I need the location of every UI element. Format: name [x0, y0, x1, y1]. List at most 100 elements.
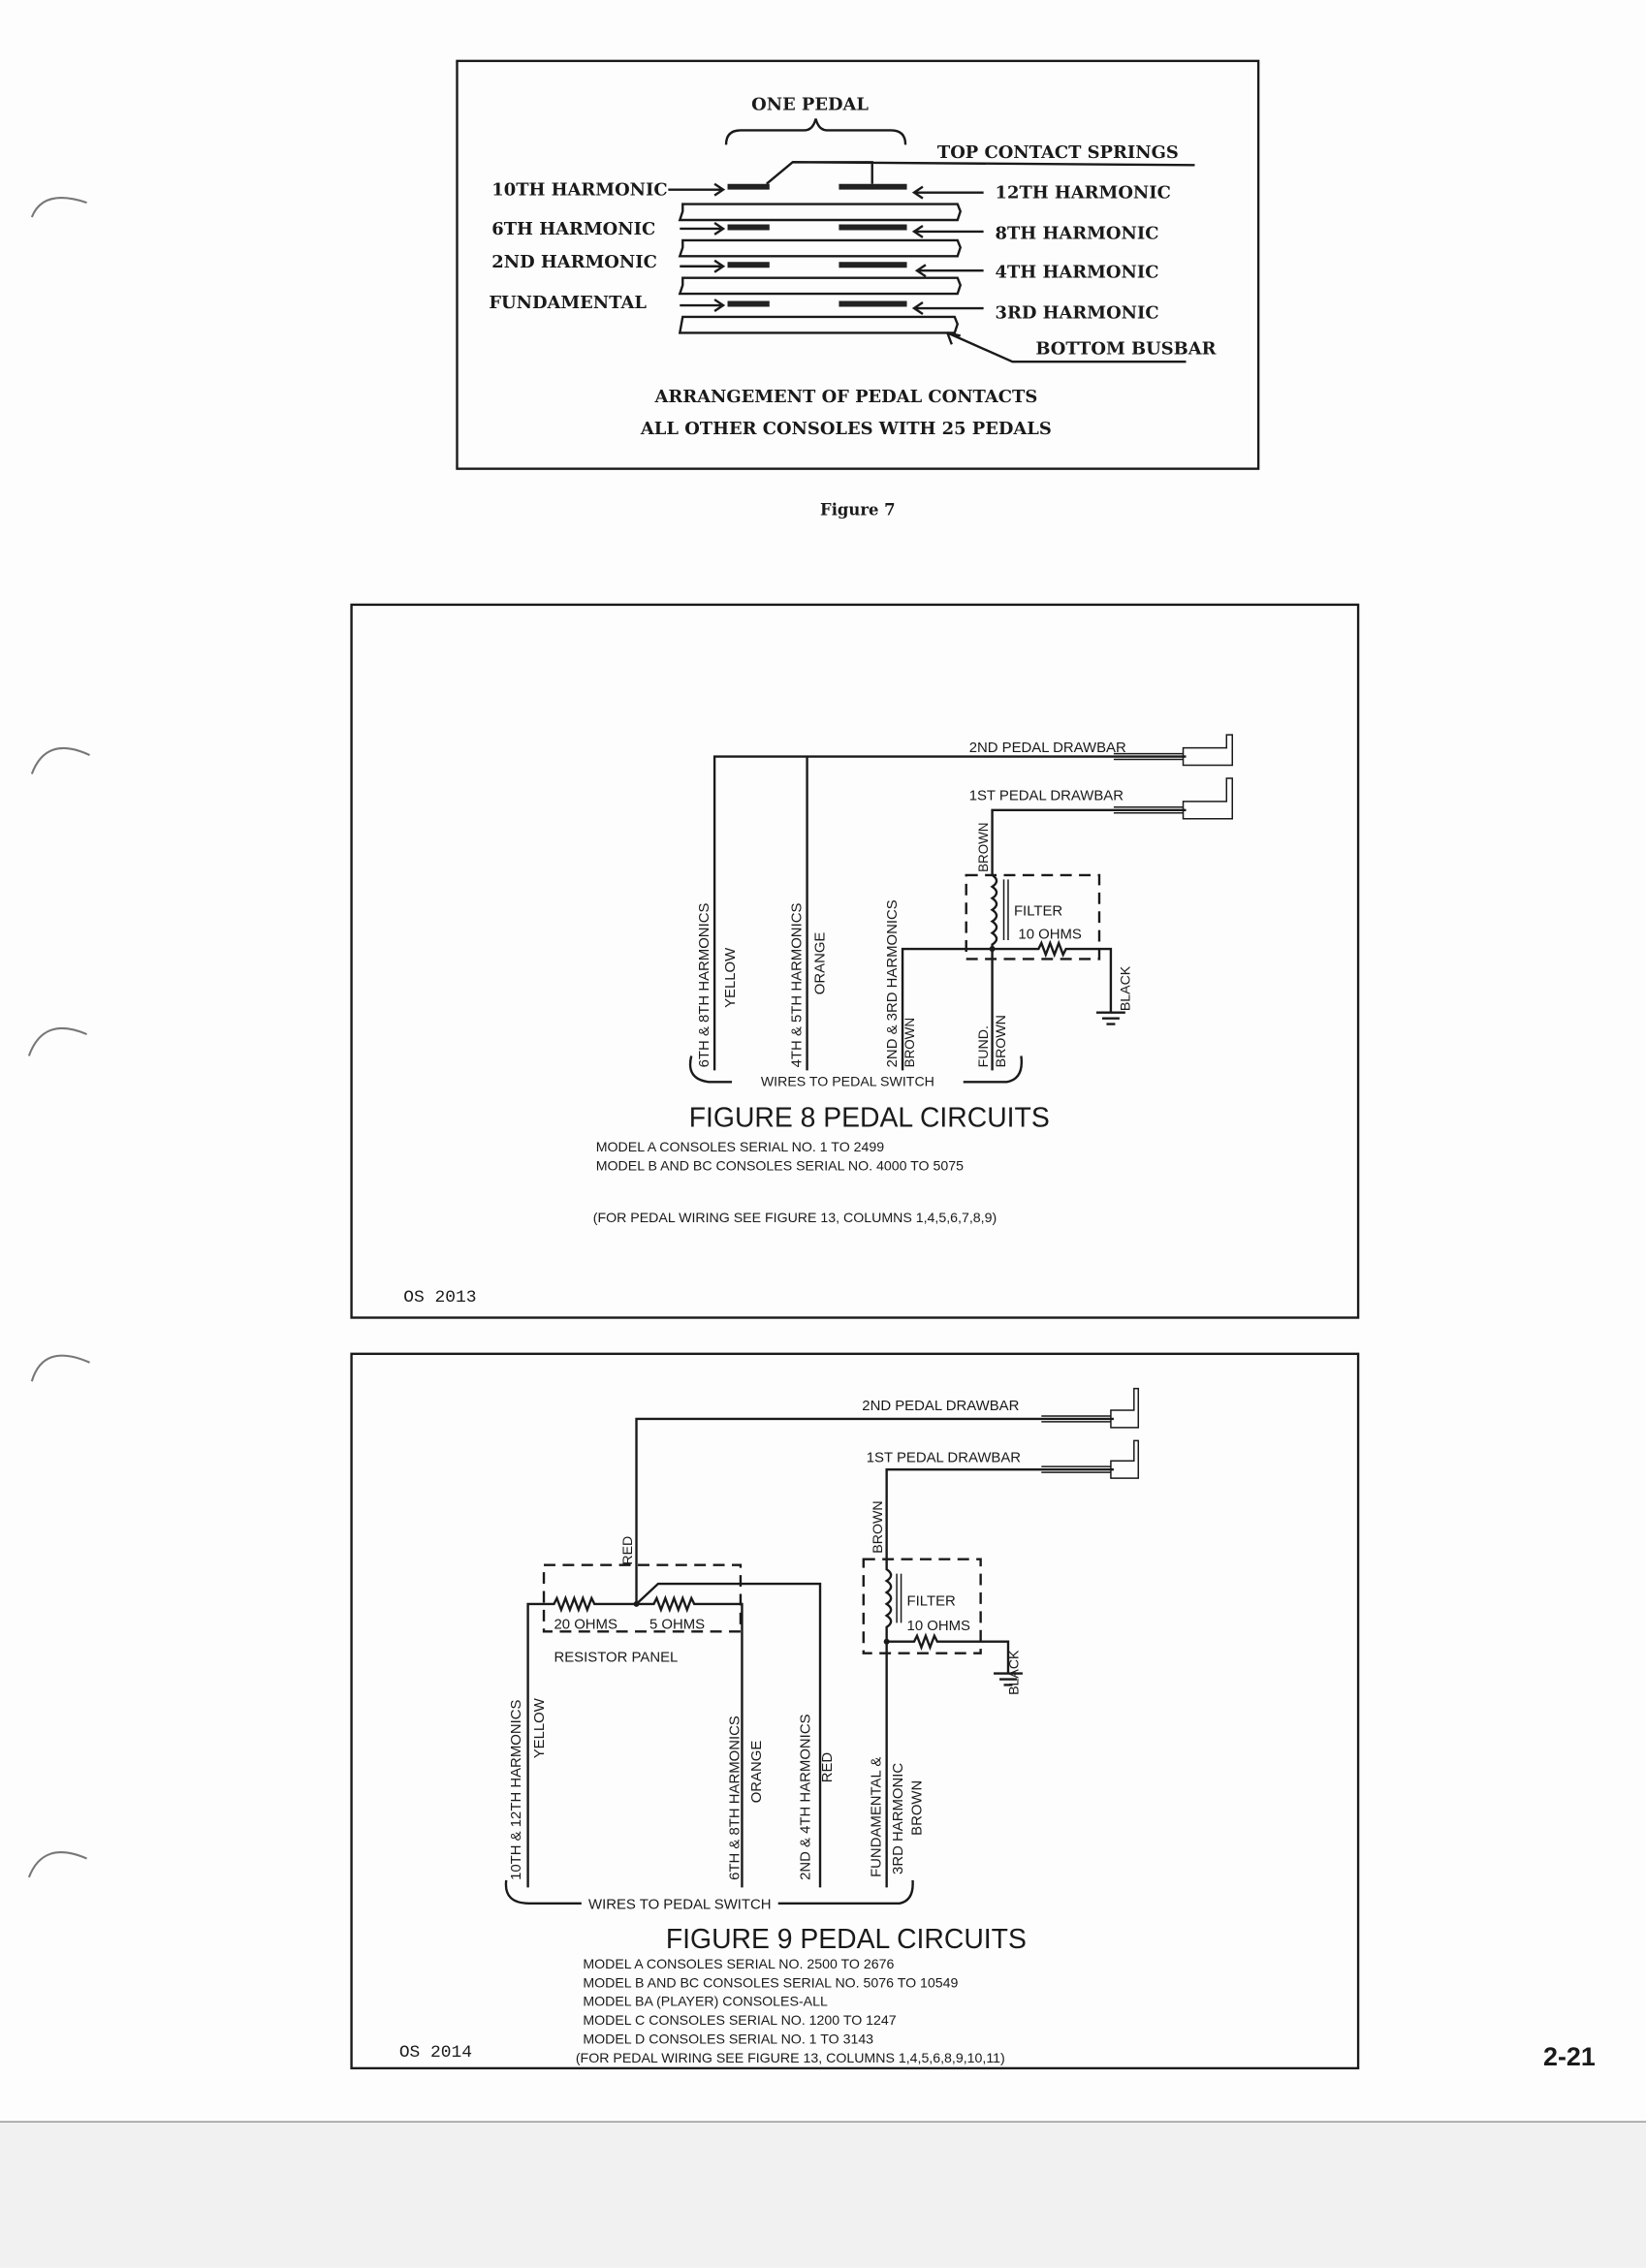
figure-7-caption-1: ARRANGEMENT OF PEDAL CONTACTS [653, 387, 1037, 407]
fig9-model-line: MODEL BA (PLAYER) CONSOLES-ALL [583, 1995, 828, 2010]
fig8-wire1-label: 6TH & 8TH HARMONICS [696, 903, 712, 1068]
label-12th-harmonic: 12TH HARMONIC [996, 183, 1171, 204]
fig8-model-line: MODEL A CONSOLES SERIAL NO. 1 TO 2499 [596, 1140, 885, 1155]
fig9-wire1-label: 10TH & 12TH HARMONICS [508, 1699, 524, 1879]
fig9-model-line: MODEL D CONSOLES SERIAL NO. 1 TO 3143 [583, 2032, 873, 2048]
figure-8: 2ND PEDAL DRAWBAR 1ST PEDAL DRAWBAR BROW… [350, 603, 1360, 1319]
fig9-wire2-label: 6TH & 8TH HARMONICS [726, 1716, 743, 1880]
top-contact-springs-leader [766, 161, 1195, 185]
one-pedal-brace [724, 118, 907, 145]
fig9-red-top-label: RED [620, 1536, 636, 1565]
figure-7-label: Figure 7 [820, 500, 895, 519]
fig8-title: FIGURE 8 PEDAL CIRCUITS [689, 1103, 1050, 1134]
fig8-filter-coil [990, 873, 998, 1071]
label-2nd-harmonic: 2ND HARMONIC [491, 252, 657, 272]
fig9-wire4-label1: FUNDAMENTAL & [869, 1757, 885, 1877]
label-fundamental: FUNDAMENTAL [489, 293, 647, 313]
fig9-drawbar2-wire [635, 1417, 1114, 1604]
fig8-wire2-label: 4TH & 5TH HARMONICS [789, 903, 806, 1068]
busbars [678, 203, 963, 334]
fig9-wires-to-switch: WIRES TO PEDAL SWITCH [588, 1897, 772, 1913]
fig8-drawbar2-plug [1113, 734, 1234, 767]
fig9-model-line: MODEL C CONSOLES SERIAL NO. 1200 TO 1247 [583, 2013, 896, 2029]
fig8-filter-box [965, 873, 1101, 961]
busbar [678, 276, 963, 296]
fig9-resistor-wire [526, 1594, 744, 1888]
fig9-model-line: MODEL B AND BC CONSOLES SERIAL NO. 5076 … [583, 1975, 958, 1991]
label-8th-harmonic: 8TH HARMONIC [996, 223, 1159, 243]
busbar [678, 238, 963, 258]
fig8-wire4-color: BROWN [994, 1015, 1009, 1067]
label-4th-harmonic: 4TH HARMONIC [996, 263, 1159, 283]
fig9-junction [633, 1600, 640, 1607]
hole-punch-1 [30, 197, 87, 218]
fig9-junction-2 [883, 1638, 890, 1645]
fig8-code: OS 2013 [403, 1288, 476, 1307]
one-pedal-label: ONE PEDAL [751, 95, 869, 115]
figure-7-frame [456, 59, 1260, 470]
fig8-drawbar2-label: 2ND PEDAL DRAWBAR [969, 740, 1126, 756]
fig9-filter-box [862, 1558, 982, 1654]
fig8-junction [989, 946, 996, 952]
fig8-wires-to-switch: WIRES TO PEDAL SWITCH [761, 1075, 934, 1090]
scan-bottom-strip [0, 2122, 1646, 2268]
fig8-filter-label: FILTER [1014, 903, 1062, 920]
fig9-filter-label: FILTER [907, 1592, 956, 1609]
fig9-coil-core [896, 1573, 902, 1623]
figure-7-caption-2: ALL OTHER CONSOLES WITH 25 PEDALS [640, 419, 1052, 439]
fig9-r5-label: 5 OHMS [649, 1616, 705, 1632]
label-3rd-harmonic: 3RD HARMONIC [996, 302, 1159, 323]
fig9-top-brown-label: BROWN [870, 1500, 886, 1553]
fig9-switch-brace [504, 1879, 914, 1905]
fig8-top-brown-label: BROWN [976, 823, 991, 872]
fig8-wiring-note: (FOR PEDAL WIRING SEE FIGURE 13, COLUMNS… [593, 1211, 997, 1226]
fig9-wire4-color: BROWN [908, 1780, 925, 1836]
fig9-model-line: MODEL A CONSOLES SERIAL NO. 2500 TO 2676 [583, 1957, 894, 1972]
fig9-r20-label: 20 OHMS [554, 1616, 617, 1632]
busbar [678, 203, 963, 222]
fig9-drawbar2-plug [1041, 1387, 1140, 1429]
fig9-wire3-color: RED [819, 1752, 836, 1783]
page-number: 2-21 [1543, 2042, 1596, 2071]
fig9-ohms-label: 10 OHMS [907, 1618, 970, 1634]
fig9-code: OS 2014 [399, 2043, 472, 2063]
hole-punch-2 [30, 746, 90, 774]
figure-8-frame [350, 603, 1360, 1319]
bottom-busbar-label: BOTTOM BUSBAR [1035, 339, 1216, 360]
hole-punch-5 [27, 1851, 87, 1878]
hole-punch-4 [30, 1354, 90, 1382]
fig9-wire4-label2: 3RD HARMONIC [890, 1763, 906, 1874]
fig9-resistor-panel-label: RESISTOR PANEL [554, 1650, 678, 1666]
hole-punches [27, 197, 90, 1878]
fig8-ground-icon [1096, 1011, 1125, 1025]
fig8-resistor-wire [901, 939, 1113, 1071]
hole-punch-3 [27, 1026, 87, 1056]
label-10th-harmonic: 10TH HARMONIC [491, 180, 667, 201]
fig8-drawbar1-plug [1113, 777, 1234, 820]
fig9-drawbar2-label: 2ND PEDAL DRAWBAR [862, 1398, 1019, 1414]
fig8-wire3-color: BROWN [902, 1018, 917, 1067]
figure-9-frame [350, 1352, 1360, 2070]
fig9-title: FIGURE 9 PEDAL CIRCUITS [666, 1924, 1027, 1955]
fig8-drawbar1-wire [991, 808, 1187, 875]
figure-7: ONE PEDAL TOP CONTACT SPRINGS [456, 59, 1260, 519]
fig9-wire1-color: YELLOW [531, 1697, 548, 1758]
fig8-coil-core [1002, 879, 1009, 941]
fig9-wire2-color: ORANGE [748, 1741, 765, 1804]
fig9-resistor-panel-box [542, 1563, 743, 1633]
fig9-red-wire [635, 1582, 822, 1888]
figure-9: 2ND PEDAL DRAWBAR RED 20 OHMS 5 OHMS RES… [350, 1352, 1360, 2070]
fig9-drawbar1-plug [1041, 1439, 1140, 1479]
bottom-busbar [678, 315, 960, 334]
fig9-black-wire [886, 1632, 1010, 1674]
fig8-model-line: MODEL B AND BC CONSOLES SERIAL NO. 4000 … [596, 1158, 964, 1174]
bottom-busbar-leader [946, 331, 1187, 363]
fig8-wire2-color: ORANGE [811, 932, 828, 995]
fig8-ohms-label: 10 OHMS [1018, 927, 1081, 943]
fig8-wire1-color: YELLOW [722, 947, 739, 1008]
fig8-black-label: BLACK [1118, 965, 1133, 1011]
fig9-wiring-note: (FOR PEDAL WIRING SEE FIGURE 13, COLUMNS… [576, 2051, 1005, 2066]
top-contact-springs-label: TOP CONTACT SPRINGS [937, 142, 1179, 163]
contact-arrows [668, 182, 984, 315]
